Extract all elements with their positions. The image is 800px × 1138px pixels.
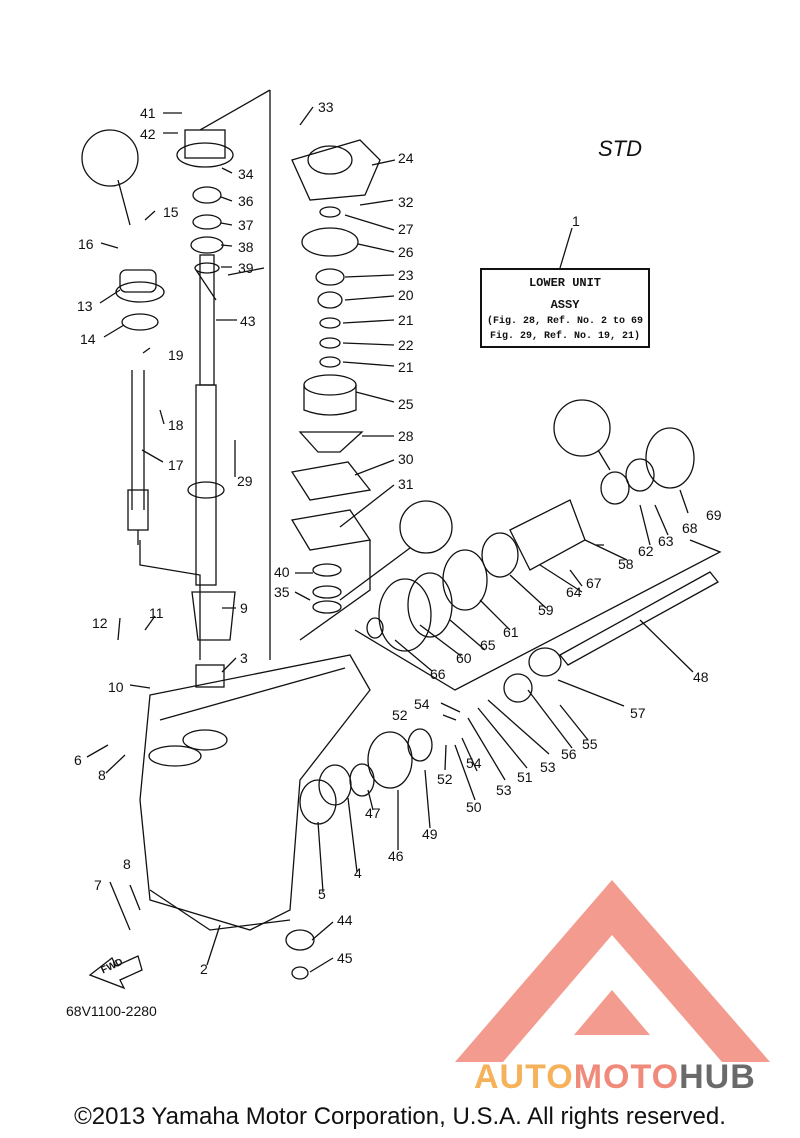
part-number: 42	[140, 126, 156, 142]
part-number: 45	[337, 950, 353, 966]
part-number: 57	[630, 705, 646, 721]
lower-case	[139, 654, 371, 931]
part-number: 58	[618, 556, 634, 572]
part-number: 5	[318, 886, 326, 902]
part-number: 44	[337, 912, 353, 928]
copyright-notice: ©2013 Yamaha Motor Corporation, U.S.A. A…	[74, 1103, 726, 1130]
part-number: 12	[92, 615, 108, 631]
part-number: 41	[140, 105, 156, 121]
part-number: 32	[398, 194, 414, 210]
drive-shaft	[187, 254, 225, 586]
part-number: 46	[388, 848, 404, 864]
part-number: 30	[398, 451, 414, 467]
part-number: 64	[566, 584, 582, 600]
part-number: 34	[238, 166, 254, 182]
part-number: 55	[582, 736, 598, 752]
part-number: 66	[430, 666, 446, 682]
assembly-ref-1: (Fig. 28, Ref. No. 2 to 69	[486, 316, 644, 327]
brand-part-3: HUB	[679, 1058, 756, 1096]
part-number: 54	[466, 755, 482, 771]
part-number: 20	[398, 287, 414, 303]
part-number: 43	[240, 313, 256, 329]
part-number: 11	[149, 605, 164, 621]
bearing-housing-34	[176, 142, 234, 168]
part-number: 51	[517, 769, 533, 785]
grease-callout-icon	[81, 129, 139, 226]
part-number: 63	[658, 533, 674, 549]
part-number: 56	[561, 746, 577, 762]
part-number: 33	[318, 99, 334, 115]
part-number: 54	[414, 696, 430, 712]
part-number: 6	[74, 752, 82, 768]
part-number: 62	[638, 543, 654, 559]
part-number: 18	[168, 417, 184, 433]
part-number: 67	[586, 575, 602, 591]
part-number: 3	[240, 650, 248, 666]
brand-part-2: MOTO	[573, 1058, 680, 1096]
part-number: 29	[237, 473, 253, 489]
part-number: 4	[354, 865, 362, 881]
part-number: 2	[200, 961, 208, 977]
part-number: 36	[238, 193, 254, 209]
part-number: 39	[238, 260, 254, 276]
part-number: 14	[80, 331, 96, 347]
part-number: 50	[466, 799, 482, 815]
part-number: 35	[274, 584, 290, 600]
part-number: 21	[398, 312, 414, 328]
shift-housing	[115, 269, 165, 331]
part-number: 7	[94, 877, 102, 893]
gasket-callout-icon	[339, 500, 453, 601]
part-number: 40	[274, 564, 290, 580]
part-number: 25	[398, 396, 414, 412]
part-number: 28	[398, 428, 414, 444]
part-number: 16	[78, 236, 94, 252]
logo-triangle-icon	[455, 880, 770, 1062]
part-number: 21	[398, 359, 414, 375]
part-number: 69	[706, 507, 722, 523]
part-number: 60	[456, 650, 472, 666]
part-number: 10	[108, 679, 124, 695]
part-number: 47	[365, 805, 381, 821]
part-number: 52	[392, 707, 408, 723]
assembly-box: LOWER UNIT ASSY (Fig. 28, Ref. No. 2 to …	[480, 268, 650, 348]
part-number: 19	[168, 347, 184, 363]
part-number: 53	[496, 782, 512, 798]
part-number: 68	[682, 520, 698, 536]
part-number: 48	[693, 669, 709, 685]
part-number: 65	[480, 637, 496, 653]
grease-callout-icon-2	[553, 399, 611, 471]
part-number: 26	[398, 244, 414, 260]
part-number: 8	[98, 767, 106, 783]
part-number: 24	[398, 150, 414, 166]
part-number: 1	[572, 213, 580, 229]
shift-rod	[127, 370, 149, 545]
std-label: STD	[598, 136, 642, 161]
part-number: 23	[398, 267, 414, 283]
part-number: 31	[398, 476, 414, 492]
assembly-title: LOWER UNIT	[528, 276, 601, 290]
part-number: 53	[540, 759, 556, 775]
part-number: 59	[538, 602, 554, 618]
part-number: 49	[422, 826, 438, 842]
part-number: 38	[238, 239, 254, 255]
assembly-subtitle: ASSY	[550, 298, 580, 312]
part-number: 17	[168, 457, 184, 473]
part-number: 9	[240, 600, 248, 616]
part-number: 52	[437, 771, 453, 787]
assembly-ref-2: Fig. 29, Ref. No. 19, 21)	[489, 331, 641, 342]
part-code: 68V1100-2280	[66, 1003, 157, 1019]
brand-part-1: AUTO	[474, 1058, 574, 1096]
part-number: 37	[238, 217, 254, 233]
water-pump-housing	[290, 139, 381, 614]
part-number: 13	[77, 298, 93, 314]
part-number: 27	[398, 221, 414, 237]
part-number: 61	[503, 624, 519, 640]
part-number: 15	[163, 204, 179, 220]
fwd-arrow-icon	[88, 955, 143, 990]
brand-logo-text: AUTOMOTOHUB	[474, 1058, 756, 1097]
part-number: 22	[398, 337, 414, 353]
part-number: 8	[123, 856, 131, 872]
